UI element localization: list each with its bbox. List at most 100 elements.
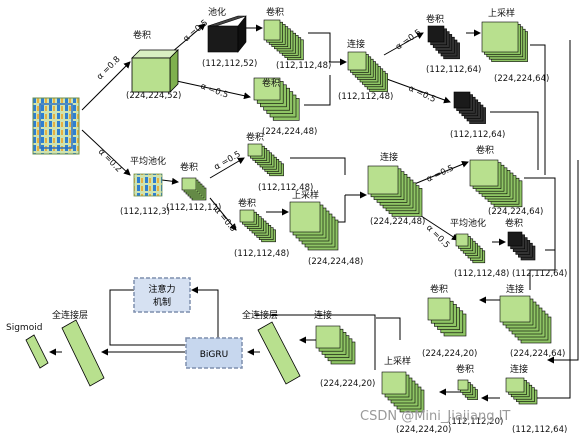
size-label: (224,224,20)	[396, 425, 451, 435]
avgpool-image-112-112-3	[133, 173, 163, 197]
concat-block-112-112-64-lower	[505, 377, 538, 405]
op-label: 池化	[208, 6, 226, 18]
alpha-label: α =0.5	[199, 81, 230, 100]
feature-map-slice	[469, 159, 499, 187]
op-label: 卷积	[505, 217, 523, 229]
op-label: 上采样	[292, 189, 319, 201]
size-label: (112,112,48)	[234, 249, 289, 259]
op-label: 卷积	[238, 197, 256, 209]
upsample-block-224-224-20	[381, 371, 425, 413]
pool-block-112-112-52	[207, 15, 247, 53]
conv-block-112-112-48-top	[263, 19, 304, 61]
size-label: (112,112,52)	[202, 59, 257, 69]
attention-label-1: 注意力	[148, 283, 175, 295]
conv-block-224-224-48-a	[253, 77, 300, 121]
size-label: (224,224,20)	[422, 349, 477, 359]
feature-map-slice	[481, 21, 519, 53]
fc-label-right: 全连接层	[242, 309, 278, 321]
feature-map-slice	[239, 209, 255, 223]
feature-map-slice	[181, 177, 197, 191]
feature-map-slice	[381, 371, 407, 395]
fc-label-left: 全连接层	[52, 309, 88, 321]
feature-map-slice	[367, 165, 399, 195]
feature-map-slice	[455, 233, 469, 247]
avgpool-block-112-112-48-right	[455, 233, 486, 264]
alpha-label: α =0.5	[407, 84, 437, 105]
sigmoid-layer	[25, 334, 49, 369]
size-label: (112,112,64)	[512, 269, 567, 279]
upsample-block-224-224-48	[289, 201, 339, 251]
conv-block-112-112-48-mid	[247, 143, 284, 177]
size-label: (112,112,12)	[166, 203, 221, 213]
size-label: (112,112,48)	[258, 183, 313, 193]
bigru-module: BiGRU	[185, 337, 243, 369]
upsample-block-224-224-64-top	[481, 21, 528, 62]
feature-map-slice	[347, 51, 367, 71]
fc-layer-right	[257, 321, 301, 385]
alpha-label: α =0.2	[96, 147, 124, 175]
feature-map-slice	[263, 19, 281, 41]
size-label: (112,112,20)	[448, 417, 503, 427]
size-label: (224,224,64)	[494, 74, 549, 84]
op-label: 卷积	[133, 29, 151, 41]
feature-map-slice	[253, 77, 281, 101]
op-label: 卷积	[246, 131, 264, 143]
op-label: 上采样	[488, 7, 515, 19]
watermark: CSDN @Mini_Jiajiang IT	[360, 409, 510, 424]
op-label: 连接	[506, 283, 524, 295]
small-dark-block-112-112-64	[453, 91, 486, 124]
sigmoid-label: Sigmoid	[6, 323, 42, 333]
feature-map-slice	[457, 379, 469, 391]
feature-map-slice	[247, 143, 263, 157]
op-label: 卷积	[476, 144, 494, 156]
connector-lines	[49, 23, 579, 402]
op-label: 卷积	[266, 6, 284, 18]
concat-block-224-224-64-lower	[499, 295, 552, 344]
alpha-label: α =0.5	[212, 206, 238, 235]
size-label: (112,112,48)	[276, 61, 331, 71]
avgpool-block-112-112-12	[181, 177, 207, 201]
op-label: 卷积	[426, 13, 444, 25]
size-label: (112,112,64)	[426, 65, 481, 75]
size-label: (112,112,3)	[120, 207, 170, 217]
feature-map-slice	[453, 91, 471, 109]
size-label: (224,224,20)	[320, 379, 375, 389]
input-image	[32, 97, 80, 155]
feature-map-slice	[427, 25, 445, 43]
op-label: 卷积	[180, 161, 198, 173]
size-label: (224,224,48)	[308, 257, 363, 267]
feature-map-slice	[427, 297, 451, 321]
fc-layer-left	[61, 319, 105, 387]
conv-block-112-112-48-low	[239, 209, 276, 243]
op-label: 卷积	[430, 283, 448, 295]
size-label: (112,112,48)	[454, 269, 509, 279]
size-label: (112,112,64)	[512, 425, 567, 435]
op-label: 上采样	[384, 355, 411, 367]
op-label: 连接	[314, 309, 332, 321]
concat-block-224-224-20-lower	[315, 325, 356, 365]
concat-block-224-224-48	[367, 165, 423, 217]
op-label: 卷积	[456, 363, 474, 375]
size-label: (224,224,52)	[126, 91, 181, 101]
op-label: 平均池化	[450, 217, 486, 229]
size-label: (224,224,48)	[370, 217, 425, 227]
attention-module: 注意力 机制	[133, 277, 191, 313]
size-label: (112,112,64)	[450, 130, 505, 140]
feature-map-slice	[315, 325, 341, 349]
size-label: (224,224,48)	[262, 127, 317, 137]
concat-block-112-112-48	[347, 51, 388, 92]
conv-block-224-224-20	[427, 297, 467, 337]
op-label: 平均池化	[130, 155, 166, 167]
op-label: 连接	[347, 38, 365, 50]
conv-block-112-112-64-dark	[427, 25, 460, 60]
feature-map-slice	[505, 377, 525, 393]
alpha-label: α =0.5	[425, 163, 455, 184]
op-label: 连接	[510, 363, 528, 375]
conv-block-224-224-52	[131, 49, 179, 93]
size-label: (224,224,64)	[488, 207, 543, 217]
op-label: 连接	[380, 151, 398, 163]
feature-map-slice	[499, 295, 531, 323]
conv-block-112-112-20	[457, 379, 478, 400]
